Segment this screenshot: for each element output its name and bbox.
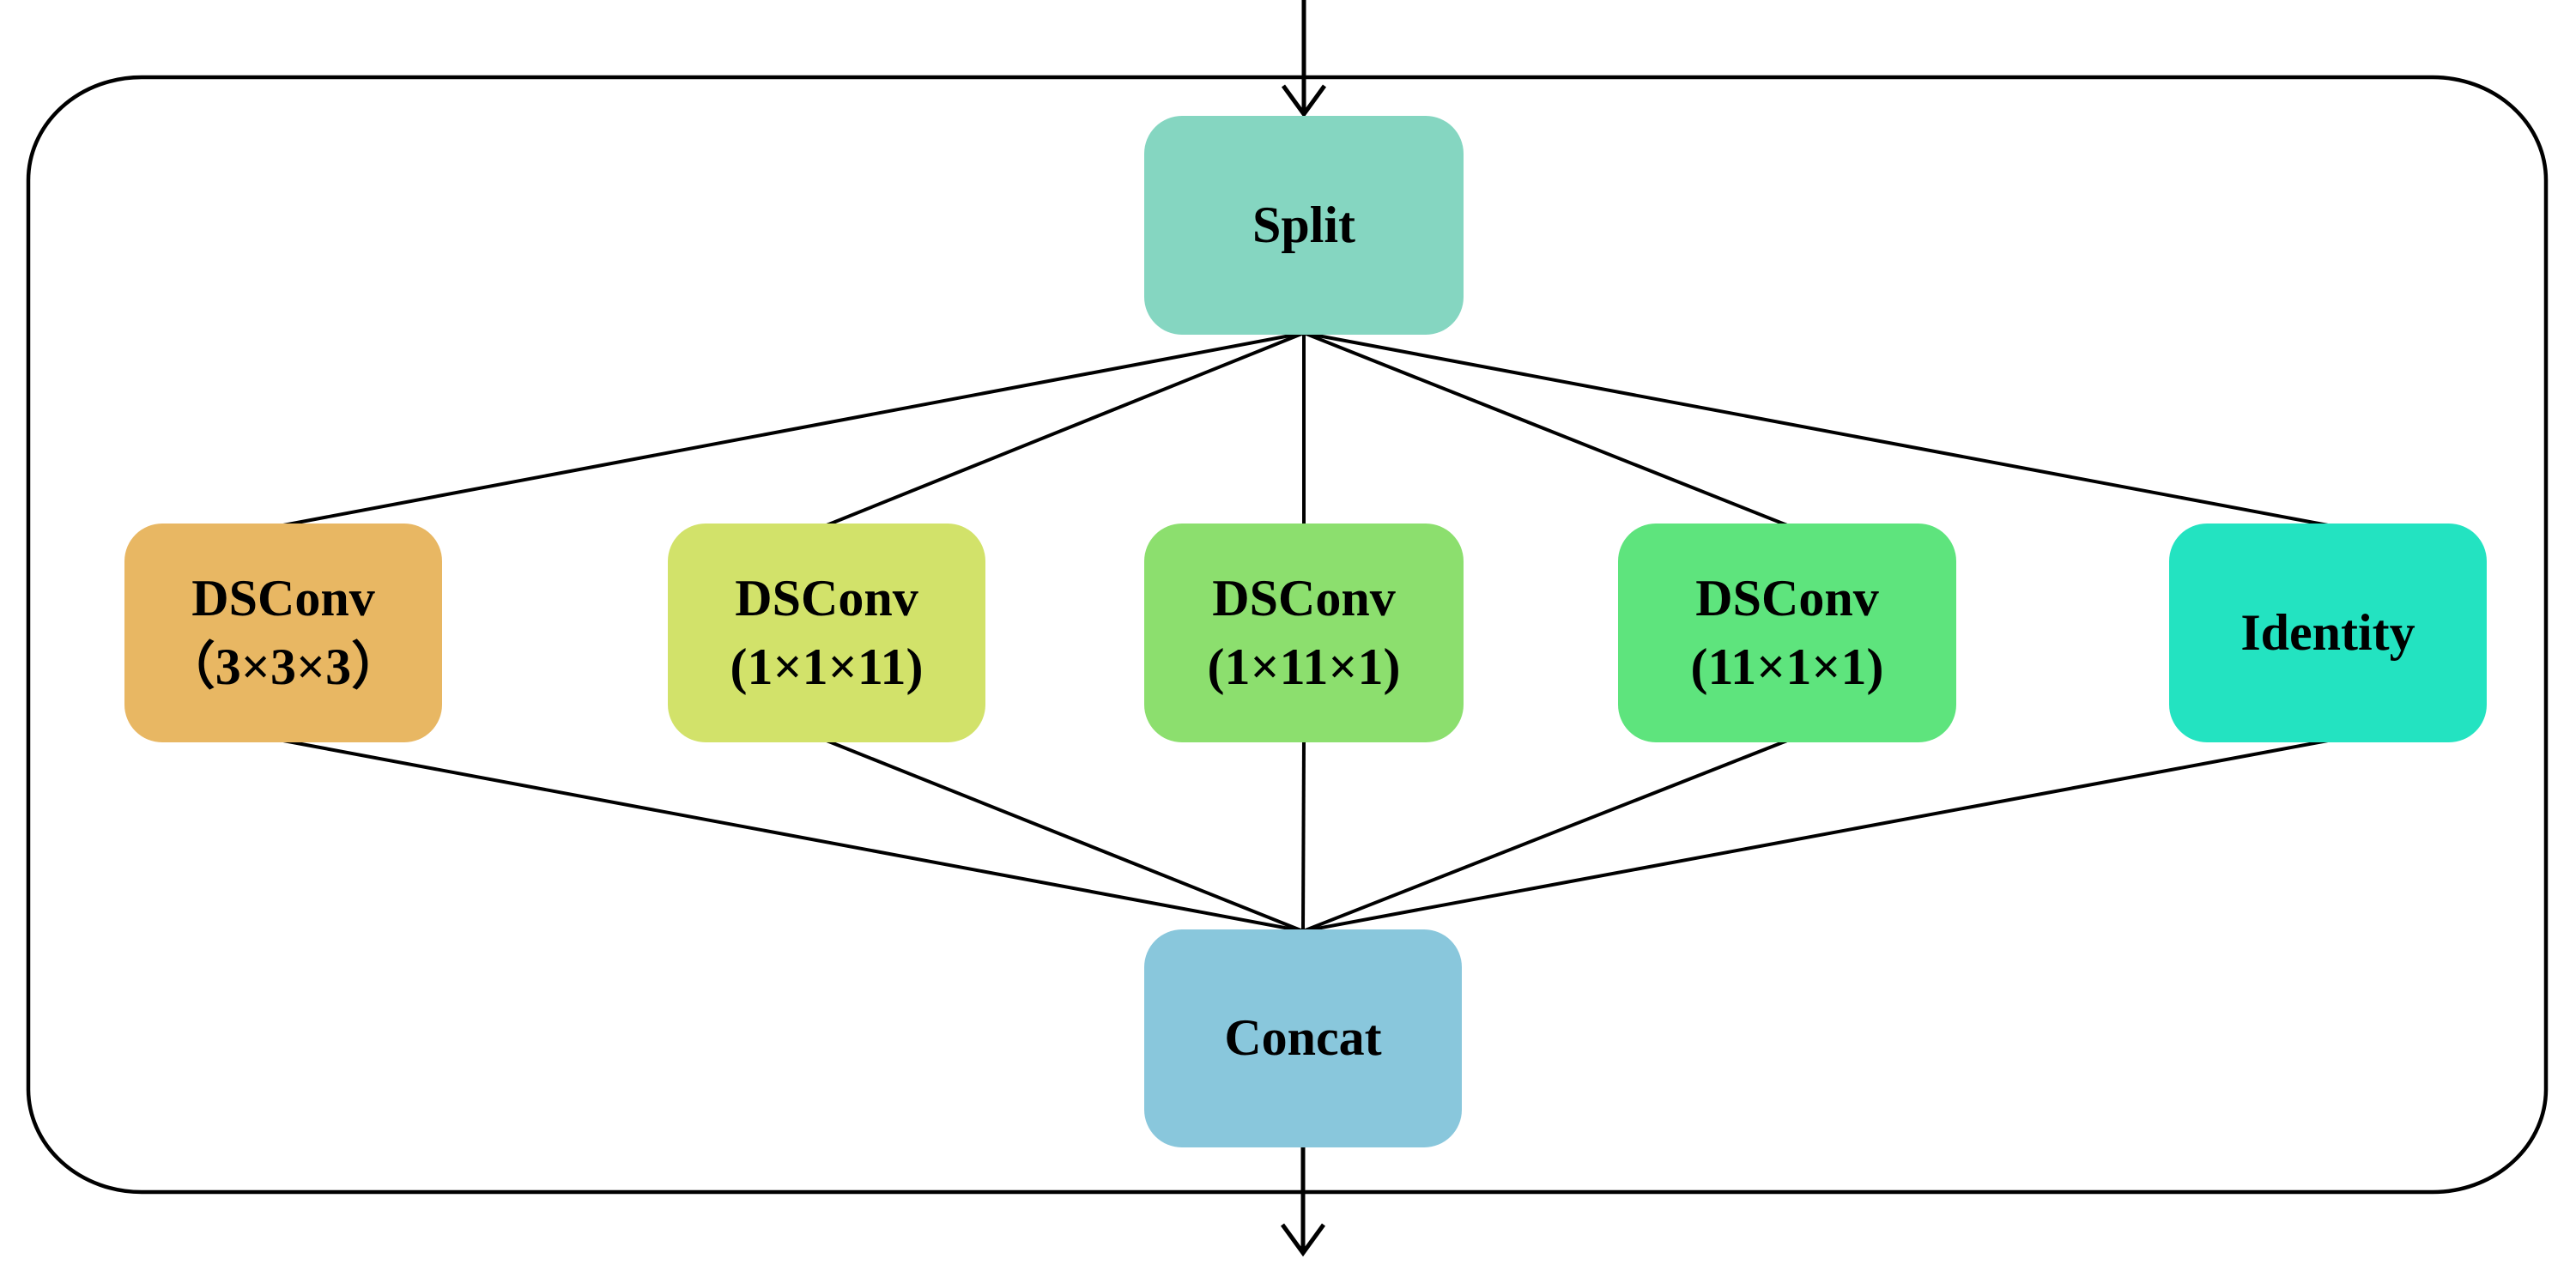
node-concat: Concat [1144, 929, 1462, 1147]
node-dsconv-11x1x1-kernel: (11×1×1) [1690, 638, 1884, 695]
node-dsconv-3x3x3: DSConv （3×3×3） [124, 524, 442, 742]
input-arrowhead-icon [1281, 84, 1327, 118]
node-identity: Identity [2169, 524, 2487, 742]
edge-split-branch5 [1303, 331, 2329, 527]
node-dsconv-1x11x1-kernel: (1×11×1) [1207, 638, 1401, 695]
edge-split-branch2 [826, 331, 1305, 527]
node-dsconv-11x1x1: DSConv (11×1×1) [1618, 524, 1956, 742]
edge-branch4-concat [1302, 739, 1788, 933]
edge-split-branch4 [1303, 331, 1788, 527]
node-dsconv-1x1x11-label: DSConv [735, 570, 918, 627]
node-dsconv-1x11x1: DSConv (1×11×1) [1144, 524, 1464, 742]
edge-branch1-concat [282, 739, 1304, 933]
node-dsconv-11x1x1-label: DSConv [1695, 570, 1879, 627]
edge-branch5-concat [1302, 739, 2329, 933]
edge-branch2-concat [826, 739, 1304, 933]
block-frame [26, 75, 2549, 1195]
node-identity-label: Identity [2240, 603, 2415, 661]
output-arrowhead-icon [1280, 1223, 1326, 1257]
node-split-label: Split [1252, 196, 1356, 253]
node-dsconv-1x1x11: DSConv (1×1×11) [668, 524, 985, 742]
node-dsconv-1x1x11-kernel: (1×1×11) [730, 638, 924, 695]
node-split: Split [1144, 116, 1464, 335]
node-dsconv-3x3x3-kernel: （3×3×3） [163, 638, 403, 695]
node-dsconv-3x3x3-label: DSConv [191, 570, 375, 627]
edge-branch3-concat [1301, 740, 1306, 932]
node-dsconv-1x11x1-label: DSConv [1212, 570, 1396, 627]
node-concat-label: Concat [1224, 1009, 1382, 1067]
edge-split-branch1 [282, 331, 1305, 527]
